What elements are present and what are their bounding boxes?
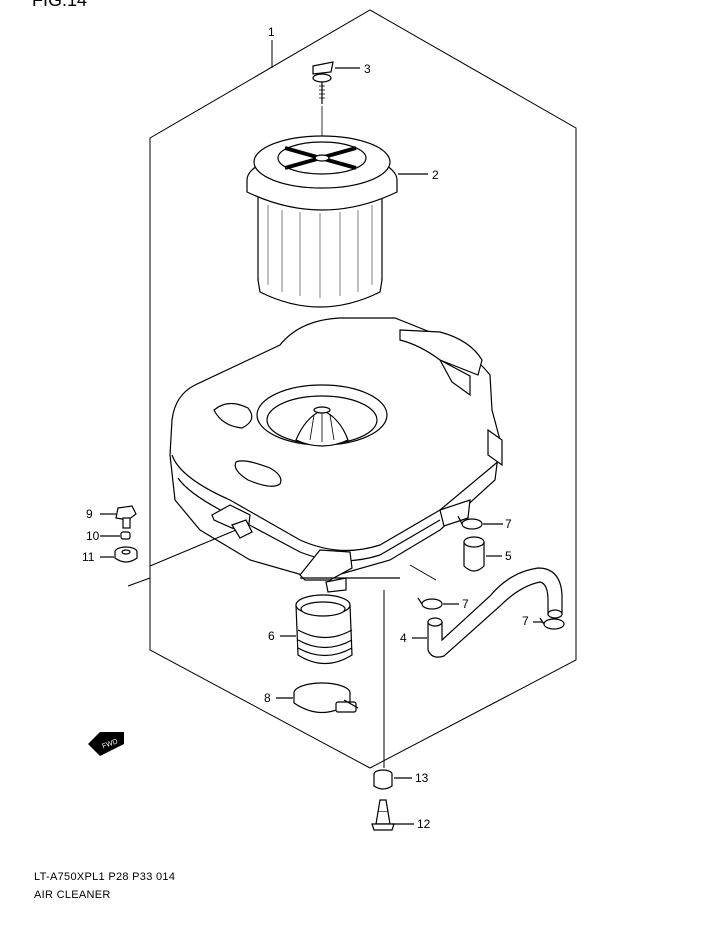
breather-hose-long <box>412 567 563 658</box>
diagram-name: AIR CLEANER <box>34 889 111 901</box>
callout-7b: 7 <box>462 597 469 611</box>
drain-hose-short <box>463 536 502 572</box>
callout-2: 2 <box>432 168 439 182</box>
clamp-band <box>276 682 359 714</box>
air-cleaner-case <box>169 317 503 593</box>
callout-7a: 7 <box>505 517 512 531</box>
intake-joint-boot <box>280 594 353 665</box>
callout-1: 1 <box>268 25 275 39</box>
drain-plug <box>371 799 414 831</box>
callout-9: 9 <box>86 507 93 521</box>
callout-12: 12 <box>417 817 431 831</box>
forward-arrow-icon: FWD <box>88 732 124 756</box>
callout-5: 5 <box>505 549 512 563</box>
assembly-frame <box>127 9 577 769</box>
callout-6: 6 <box>268 629 275 643</box>
mounting-hardware <box>100 505 138 563</box>
drain-grommet <box>373 769 412 790</box>
figure-title: FIG.14 <box>32 0 87 10</box>
leader-lines <box>149 529 437 768</box>
callout-4: 4 <box>400 631 407 645</box>
callout-7c: 7 <box>522 614 529 628</box>
air-filter-element <box>246 135 428 308</box>
callout-10: 10 <box>86 529 100 543</box>
callout-3: 3 <box>364 62 371 76</box>
callout-11: 11 <box>82 550 95 564</box>
callout-8: 8 <box>264 691 271 705</box>
callout-13: 13 <box>415 771 429 785</box>
diagram-code: LT-A750XPL1 P28 P33 014 <box>34 871 176 883</box>
hose-clamps <box>417 515 565 630</box>
